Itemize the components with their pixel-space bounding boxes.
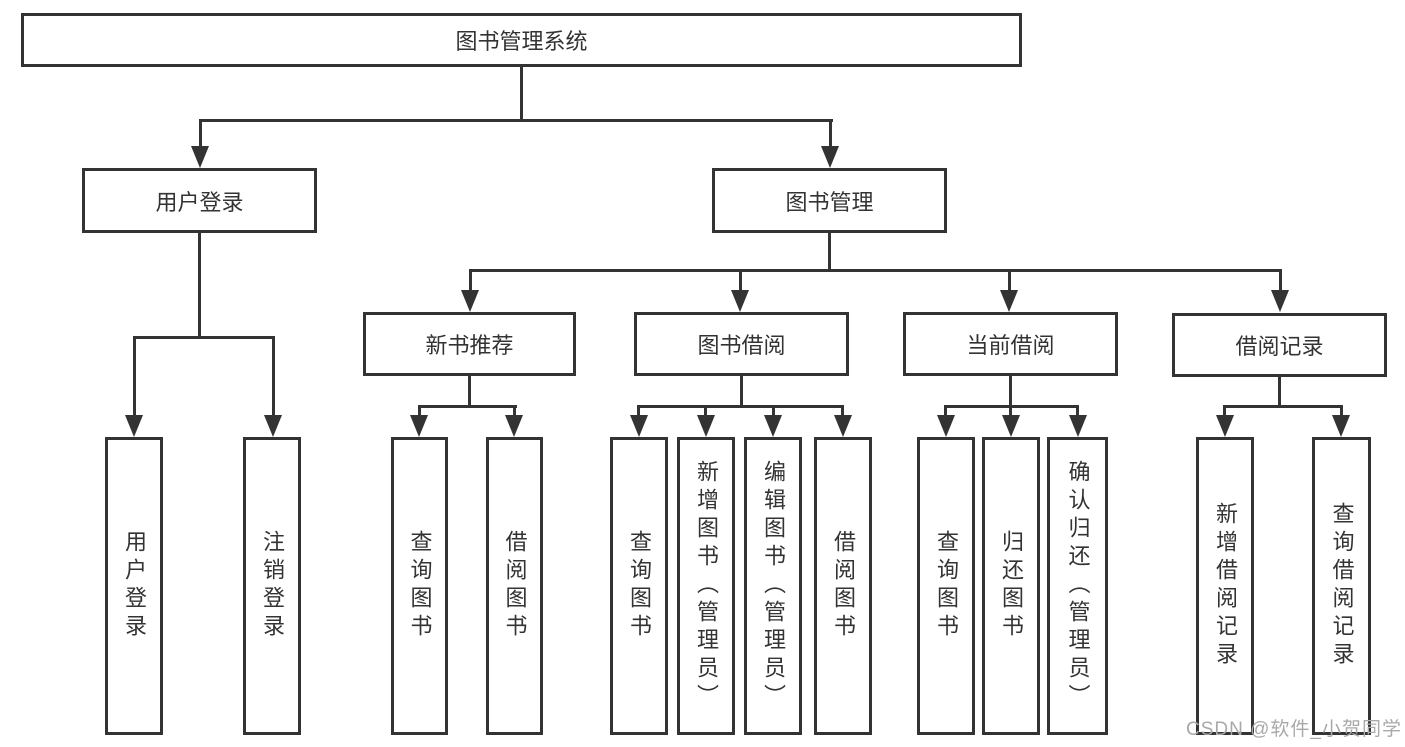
- connector-root-branch: [199, 119, 833, 122]
- leaf-label: 新增图书（管理员）: [694, 460, 719, 712]
- arrow-down-icon: [1000, 290, 1018, 312]
- connector-borrow-drop: [637, 405, 640, 416]
- connector-borrow-stem: [740, 376, 743, 405]
- leaf-label: 查询图书: [627, 530, 652, 642]
- connector-newbooks-drop: [418, 405, 421, 416]
- node-book-borrowing: 图书借阅: [634, 312, 849, 376]
- connector-borrow-drop: [704, 405, 707, 416]
- connector-records-drop: [1340, 405, 1343, 416]
- node-label: 图书管理: [785, 189, 874, 215]
- connector-records-branch: [1223, 405, 1343, 408]
- leaf-query-books-1: 查询图书: [391, 437, 448, 735]
- node-label: 借阅记录: [1235, 334, 1324, 359]
- arrow-down-icon: [1271, 290, 1289, 312]
- connector-books-drop: [1008, 269, 1011, 291]
- connector-current-drop: [1076, 405, 1079, 416]
- connector-records-drop: [1223, 405, 1226, 416]
- connector-books-branch: [469, 269, 1282, 272]
- leaf-borrow-books-1: 借阅图书: [486, 437, 543, 735]
- leaf-label: 借阅图书: [502, 530, 528, 642]
- arrow-down-icon: [125, 415, 143, 437]
- connector-root-drop-right: [829, 119, 832, 148]
- leaf-add-books-admin: 新增图书（管理员）: [677, 437, 735, 735]
- leaf-label: 确认归还（管理员）: [1065, 460, 1091, 712]
- node-root: 图书管理系统: [21, 13, 1022, 67]
- connector-borrow-drop: [772, 405, 775, 416]
- arrow-down-icon: [1216, 415, 1234, 437]
- leaf-query-books-2: 查询图书: [610, 437, 668, 735]
- connector-user-branch: [133, 336, 275, 339]
- connector-user-drop-right: [272, 336, 275, 416]
- arrow-down-icon: [834, 415, 852, 437]
- leaf-edit-books-admin: 编辑图书（管理员）: [744, 437, 802, 735]
- leaf-user-login: 用户登录: [105, 437, 163, 735]
- arrow-down-icon: [410, 415, 428, 437]
- leaf-logout: 注销登录: [243, 437, 301, 735]
- connector-newbooks-drop: [513, 405, 516, 416]
- leaf-return-books: 归还图书: [982, 437, 1040, 735]
- leaf-label: 查询借阅记录: [1329, 502, 1355, 670]
- arrow-down-icon: [630, 415, 648, 437]
- connector-current-drop: [944, 405, 947, 416]
- node-label: 当前借阅: [966, 333, 1055, 358]
- node-label: 用户登录: [155, 189, 244, 215]
- arrow-down-icon: [937, 415, 955, 437]
- connector-records-stem: [1278, 377, 1281, 405]
- leaf-label: 注销登录: [260, 530, 285, 642]
- node-root-label: 图书管理系统: [455, 29, 588, 54]
- connector-newbooks-stem: [468, 376, 471, 405]
- leaf-label: 查询图书: [407, 530, 433, 642]
- arrow-down-icon: [505, 415, 523, 437]
- arrow-down-icon: [731, 290, 749, 312]
- connector-books-drop: [469, 269, 472, 291]
- arrow-down-icon: [764, 415, 782, 437]
- node-book-management: 图书管理: [712, 168, 947, 233]
- connector-root-drop-left: [199, 119, 202, 148]
- leaf-query-borrow-record: 查询借阅记录: [1312, 437, 1371, 735]
- node-current-borrowing: 当前借阅: [903, 312, 1118, 376]
- leaf-label: 归还图书: [999, 530, 1024, 642]
- leaf-label: 借阅图书: [831, 530, 856, 642]
- node-label: 新书推荐: [425, 333, 514, 358]
- connector-user-stem: [198, 233, 201, 336]
- connector-root-stem: [520, 67, 523, 119]
- arrow-down-icon: [1069, 415, 1087, 437]
- connector-user-drop-left: [133, 336, 136, 416]
- arrow-down-icon: [1332, 415, 1350, 437]
- connector-books-drop: [1279, 269, 1282, 291]
- watermark-text: CSDN @软件_小贺同学: [1186, 719, 1402, 740]
- connector-newbooks-branch: [418, 405, 517, 408]
- arrow-down-icon: [191, 146, 209, 168]
- connector-current-drop: [1009, 405, 1012, 416]
- node-user-login-branch: 用户登录: [82, 168, 317, 233]
- node-borrowing-records: 借阅记录: [1172, 313, 1387, 377]
- connector-borrow-branch: [637, 405, 844, 408]
- connector-current-stem: [1009, 376, 1012, 405]
- leaf-label: 编辑图书（管理员）: [761, 460, 786, 712]
- arrow-down-icon: [697, 415, 715, 437]
- connector-borrow-drop: [841, 405, 844, 416]
- leaf-query-books-3: 查询图书: [917, 437, 975, 735]
- leaf-label: 用户登录: [122, 530, 147, 642]
- arrow-down-icon: [264, 415, 282, 437]
- arrow-down-icon: [1002, 415, 1020, 437]
- leaf-label: 新增借阅记录: [1213, 502, 1238, 670]
- arrow-down-icon: [461, 290, 479, 312]
- arrow-down-icon: [821, 146, 839, 168]
- connector-books-stem: [828, 233, 831, 269]
- node-label: 图书借阅: [697, 333, 786, 358]
- leaf-confirm-return-admin: 确认归还（管理员）: [1047, 437, 1108, 735]
- leaf-add-borrow-record: 新增借阅记录: [1196, 437, 1254, 735]
- leaf-borrow-books-2: 借阅图书: [814, 437, 872, 735]
- node-new-book-recommend: 新书推荐: [363, 312, 576, 376]
- connector-books-drop: [739, 269, 742, 291]
- leaf-label: 查询图书: [934, 530, 959, 642]
